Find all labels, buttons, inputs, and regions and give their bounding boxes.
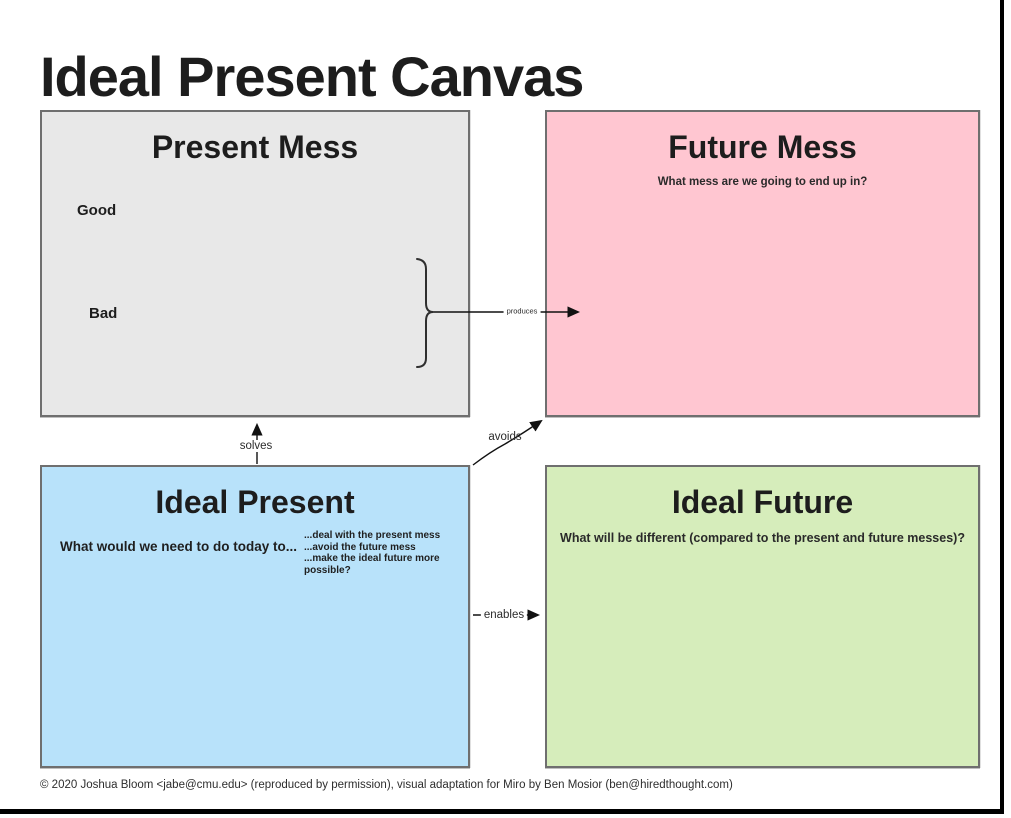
list-item: ...deal with the present mess — [304, 530, 441, 541]
good-label: Good — [77, 202, 117, 219]
ideal-present-prompt: What would we need to do today to... — [60, 539, 297, 554]
quadrant-ideal-future[interactable]: Ideal Future What will be different (com… — [545, 465, 980, 768]
bad-label: Bad — [89, 305, 118, 322]
quadrant-future-mess[interactable]: Future Mess What mess are we going to en… — [545, 110, 980, 417]
window-border-right — [1000, 0, 1004, 813]
window-border-bottom — [0, 809, 1004, 814]
solves-label: solves — [236, 440, 276, 452]
present-mess-title: Present Mess — [151, 129, 359, 165]
page-title: Ideal Present Canvas — [40, 44, 584, 108]
list-item: ...avoid the future mess — [304, 541, 416, 553]
list-item: ...make the ideal future more possible? — [304, 553, 440, 576]
copyright-note: © 2020 Joshua Bloom <jabe@cmu.edu> (repr… — [40, 779, 733, 791]
future-mess-subtitle: What mess are we going to end up in? — [657, 176, 868, 188]
produces-label: produces — [503, 306, 541, 316]
ideal-future-subtitle: What will be different (compared to the … — [560, 531, 965, 545]
future-mess-title: Future Mess — [668, 129, 857, 165]
quadrant-ideal-present[interactable]: Ideal Present What would we need to do t… — [40, 465, 470, 768]
quadrant-present-mess[interactable]: Present Mess Good Bad — [40, 110, 470, 417]
ideal-present-list: ...deal with the present mess ...avoid t… — [304, 530, 468, 576]
avoids-arrow — [472, 419, 543, 466]
ideal-present-title: Ideal Present — [155, 484, 355, 520]
enables-label: enables — [480, 609, 528, 621]
ideal-future-title: Ideal Future — [671, 484, 854, 520]
avoids-label: avoids — [488, 431, 522, 443]
